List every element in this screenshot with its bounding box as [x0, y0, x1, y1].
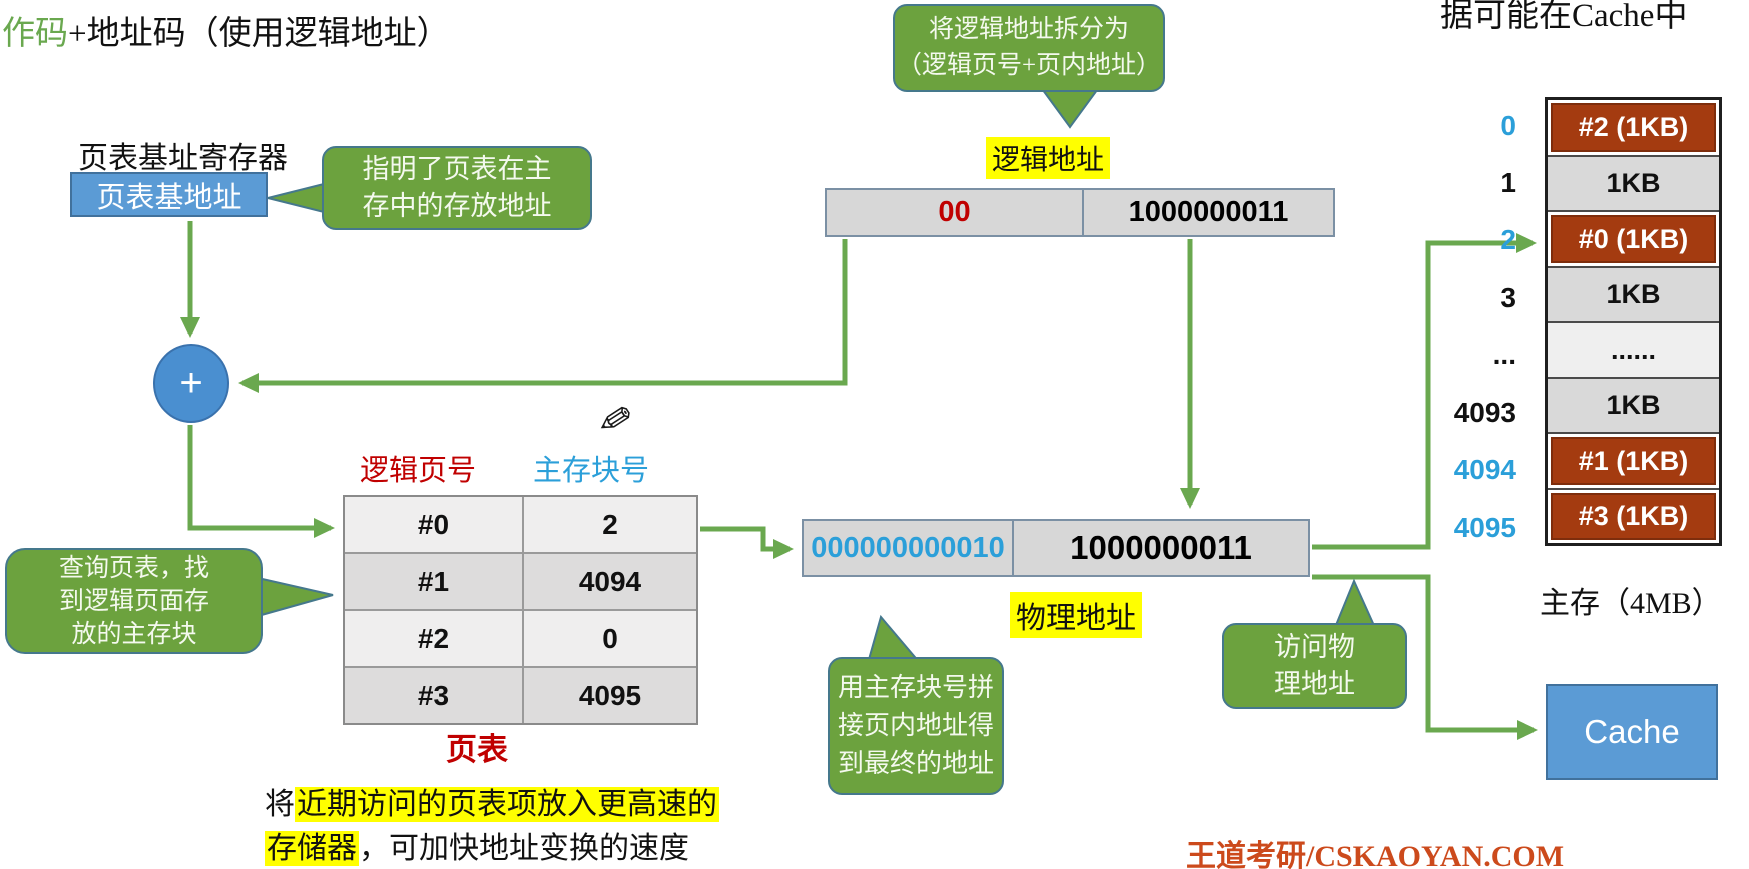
memory-block-cell: #3 (1KB) — [1551, 493, 1716, 540]
memory-row: 1KB — [1548, 266, 1719, 321]
logical-offset-cell: 1000000011 — [1082, 190, 1333, 235]
memory-addr-label: 4094 — [1453, 454, 1516, 485]
callout-split-logical: 将逻辑地址拆分为 （逻辑页号+页内地址） — [893, 4, 1165, 92]
note-plain: ，可加快地址变换的速度 — [359, 832, 689, 865]
cache-box: Cache — [1546, 684, 1718, 780]
callout-lookup-page-table: 查询页表，找 到逻辑页面存 放的主存块 — [5, 548, 263, 654]
memory-addr-label: ... — [1492, 339, 1516, 370]
page-table-col1-header: 逻辑页号 — [360, 455, 477, 487]
memory-addr-label: 1 — [1500, 166, 1516, 198]
callout-concat-address: 用主存块号拼 接页内地址得 到最终的地址 — [828, 657, 1004, 795]
note-highlight: 近期访问的页表项放入更高速的 — [295, 787, 719, 822]
plus-icon: + — [179, 361, 203, 405]
physical-address-label: 物理地址 — [1010, 592, 1142, 638]
logical-address-box: 00 1000000011 — [825, 188, 1335, 237]
arrow-physical-to-memory — [1312, 233, 1537, 550]
memory-row: #2 (1KB) — [1548, 100, 1719, 155]
arrow-physical-to-cache — [1312, 574, 1538, 740]
page-table-row: #2 0 — [345, 609, 696, 666]
opcode-text: 作码 — [2, 16, 68, 52]
page-table-base-register-label: 页表基址寄存器 — [78, 142, 288, 175]
tlb-note-line1: 将近期访问的页表项放入更高速的 — [265, 779, 719, 823]
page-table-row: #1 4094 — [345, 552, 696, 609]
branding-text: 王道考研/CSKAOYAN.COM — [1186, 840, 1565, 869]
cache-hint-text: 据可能在Cache中 — [1440, 0, 1688, 34]
adder-circle: + — [153, 344, 229, 423]
memory-block-cell: #0 (1KB) — [1551, 215, 1716, 263]
page-table-row: #0 2 — [345, 497, 696, 552]
instruction-format-text: 作码+地址码（使用逻辑地址） — [2, 6, 450, 54]
memory-address-labels: 0 1 2 3 ... 4093 4094 4095 — [1400, 97, 1532, 556]
physical-offset-cell: 1000000011 — [1012, 521, 1308, 575]
main-memory-caption: 主存（4MB） — [1540, 587, 1722, 620]
arrow-adder-to-pagetable — [187, 425, 335, 538]
memory-addr-label: 3 — [1500, 281, 1516, 313]
page-table-caption: 页表 — [446, 732, 508, 767]
memory-row: ...... — [1548, 321, 1719, 377]
memory-addr-label: 0 — [1500, 109, 1516, 141]
memory-row: #1 (1KB) — [1548, 432, 1719, 488]
page-table-row: #3 4095 — [345, 666, 696, 723]
tlb-note-line2: 存储器，可加快地址变换的速度 — [265, 823, 689, 867]
callout-access-physical: 访问物 理地址 — [1222, 623, 1407, 709]
main-memory-table: #2 (1KB) 1KB #0 (1KB) 1KB ...... 1KB #1 … — [1545, 97, 1722, 546]
arrow-pagetable-to-physical — [700, 526, 794, 559]
memory-row: 1KB — [1548, 377, 1719, 432]
memory-row: #3 (1KB) — [1548, 488, 1719, 543]
page-table-col2-header: 主存块号 — [533, 455, 650, 487]
callout-base-register: 指明了页表在主 存中的存放地址 — [322, 146, 592, 230]
block-cell: 0 — [522, 611, 696, 666]
memory-addr-label: 4093 — [1453, 396, 1516, 428]
physical-block-number-cell: 000000000010 — [811, 531, 1005, 564]
memory-block-cell: #1 (1KB) — [1551, 437, 1716, 485]
logical-address-label: 逻辑地址 — [986, 137, 1111, 179]
arrow-logical-page-to-adder — [238, 239, 848, 393]
page-cell: #3 — [345, 668, 522, 723]
pencil-icon: ✎ — [593, 395, 636, 447]
memory-row: #0 (1KB) — [1548, 210, 1719, 266]
block-cell: 2 — [522, 497, 696, 552]
page-cell: #1 — [345, 554, 522, 609]
memory-addr-label: 2 — [1500, 224, 1516, 255]
note-plain: 将 — [265, 788, 295, 821]
page-table: #0 2 #1 4094 #2 0 #3 4095 — [343, 495, 698, 725]
block-cell: 4095 — [522, 668, 696, 723]
physical-address-box: 000000000010 1000000011 — [802, 519, 1310, 577]
page-cell: #2 — [345, 611, 522, 666]
memory-block-cell: #2 (1KB) — [1551, 103, 1716, 152]
note-highlight: 存储器 — [265, 831, 359, 866]
logical-page-number-cell: 00 — [938, 196, 971, 228]
page-table-base-address-box: 页表基地址 — [70, 172, 268, 217]
block-cell: 4094 — [522, 554, 696, 609]
memory-row: 1KB — [1548, 155, 1719, 210]
address-code-text: +地址码（使用逻辑地址） — [68, 16, 450, 52]
memory-addr-label: 4095 — [1453, 511, 1516, 543]
page-cell: #0 — [345, 497, 522, 552]
